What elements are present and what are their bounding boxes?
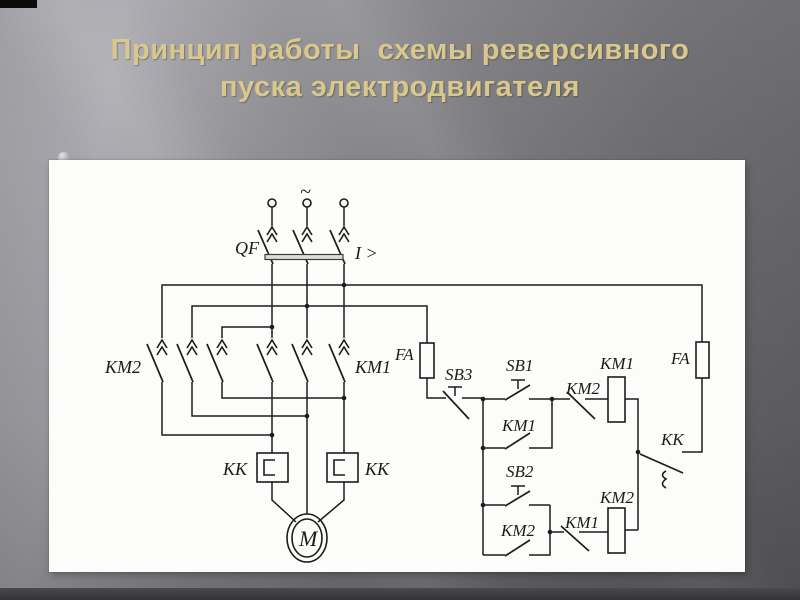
km1-aux-label: KM1	[501, 416, 536, 435]
schematic-panel: ~ QF I > KM2 KM1	[49, 160, 745, 572]
km1-coil-label: KM1	[599, 354, 634, 373]
kk-contact-label: KK	[660, 430, 685, 449]
km2-interlock-label: KM2	[565, 379, 601, 398]
stop-button-sb3: SB3	[442, 365, 483, 420]
kk-thermal-contact: KK	[635, 378, 703, 489]
reversing-starter-schematic: ~ QF I > KM2 KM1	[104, 181, 710, 563]
fuse-right	[695, 341, 710, 379]
fa-right-label: FA	[670, 349, 690, 368]
supply-terminals: ~	[267, 181, 349, 226]
bus-lines	[161, 282, 703, 343]
kk-left-label: KK	[222, 459, 248, 479]
slide-title-line1: Принцип работы схемы реверсивного	[110, 34, 690, 66]
km2-holding-contact: KM2	[483, 505, 551, 557]
sb1-label: SB1	[506, 356, 533, 375]
bullet-dot	[58, 152, 69, 163]
motor: M	[286, 513, 328, 563]
breaker-link-bar	[264, 253, 344, 261]
slide-title: Принцип работы схемы реверсивного пуска …	[0, 32, 800, 106]
start-forward-button-sb1: SB1	[483, 356, 552, 401]
kk-right-label: KK	[364, 459, 390, 479]
km1-interlock-label: KM1	[564, 513, 599, 532]
km1-interlock-contact: KM1	[550, 513, 608, 552]
main-contacts: KM2 KM1	[104, 339, 391, 514]
background-dark-wedge	[0, 0, 37, 8]
control-circuit: FA SB3 SB1 KM1 K	[394, 341, 710, 557]
start-reverse-button-sb2: SB2	[483, 462, 550, 507]
overcurrent-label: I >	[354, 243, 378, 263]
fuse-left	[419, 342, 435, 379]
km2-coil-label: KM2	[599, 488, 635, 507]
qf-label: QF	[235, 238, 260, 258]
sb2-label: SB2	[506, 462, 534, 481]
sb3-label: SB3	[445, 365, 472, 384]
thermal-relay-heaters: KK KK	[222, 452, 390, 523]
circuit-breaker-qf: QF I >	[235, 226, 378, 338]
ac-supply-symbol: ~	[300, 181, 311, 203]
fa-left-label: FA	[394, 345, 414, 364]
km2-aux-label: KM2	[500, 521, 536, 540]
km2-main-label: KM2	[104, 357, 141, 377]
background-bottom-band	[0, 588, 800, 600]
km2-coil: KM2	[599, 488, 638, 554]
km2-interlock-contact: KM2	[552, 379, 608, 420]
motor-label: M	[298, 526, 319, 551]
km1-coil: KM1	[599, 354, 639, 530]
km1-main-label: KM1	[354, 357, 391, 377]
slide-title-line2: пуска электродвигателя	[220, 71, 580, 103]
km1-holding-contact: KM1	[483, 399, 553, 450]
